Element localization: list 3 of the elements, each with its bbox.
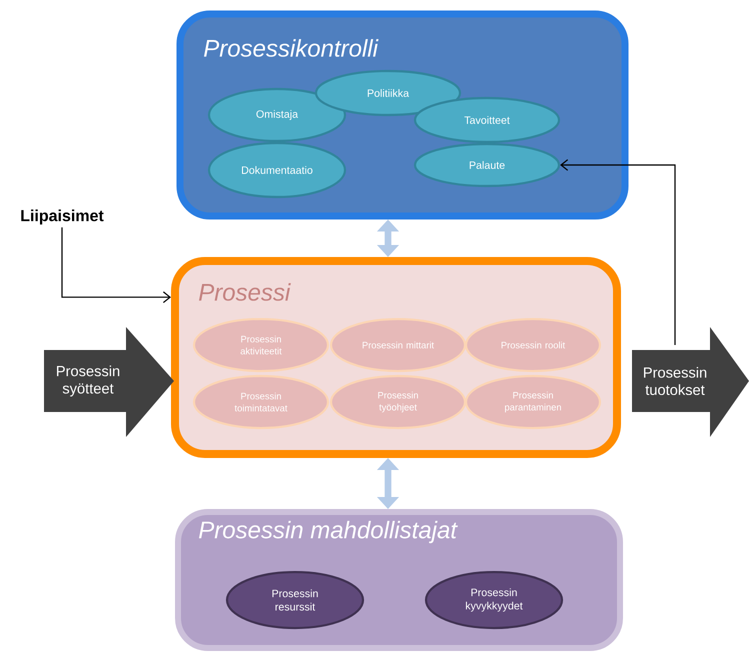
arrow — [61, 227, 171, 303]
arrow — [560, 159, 676, 345]
trigger-label: Liipaisimet — [21, 210, 104, 224]
